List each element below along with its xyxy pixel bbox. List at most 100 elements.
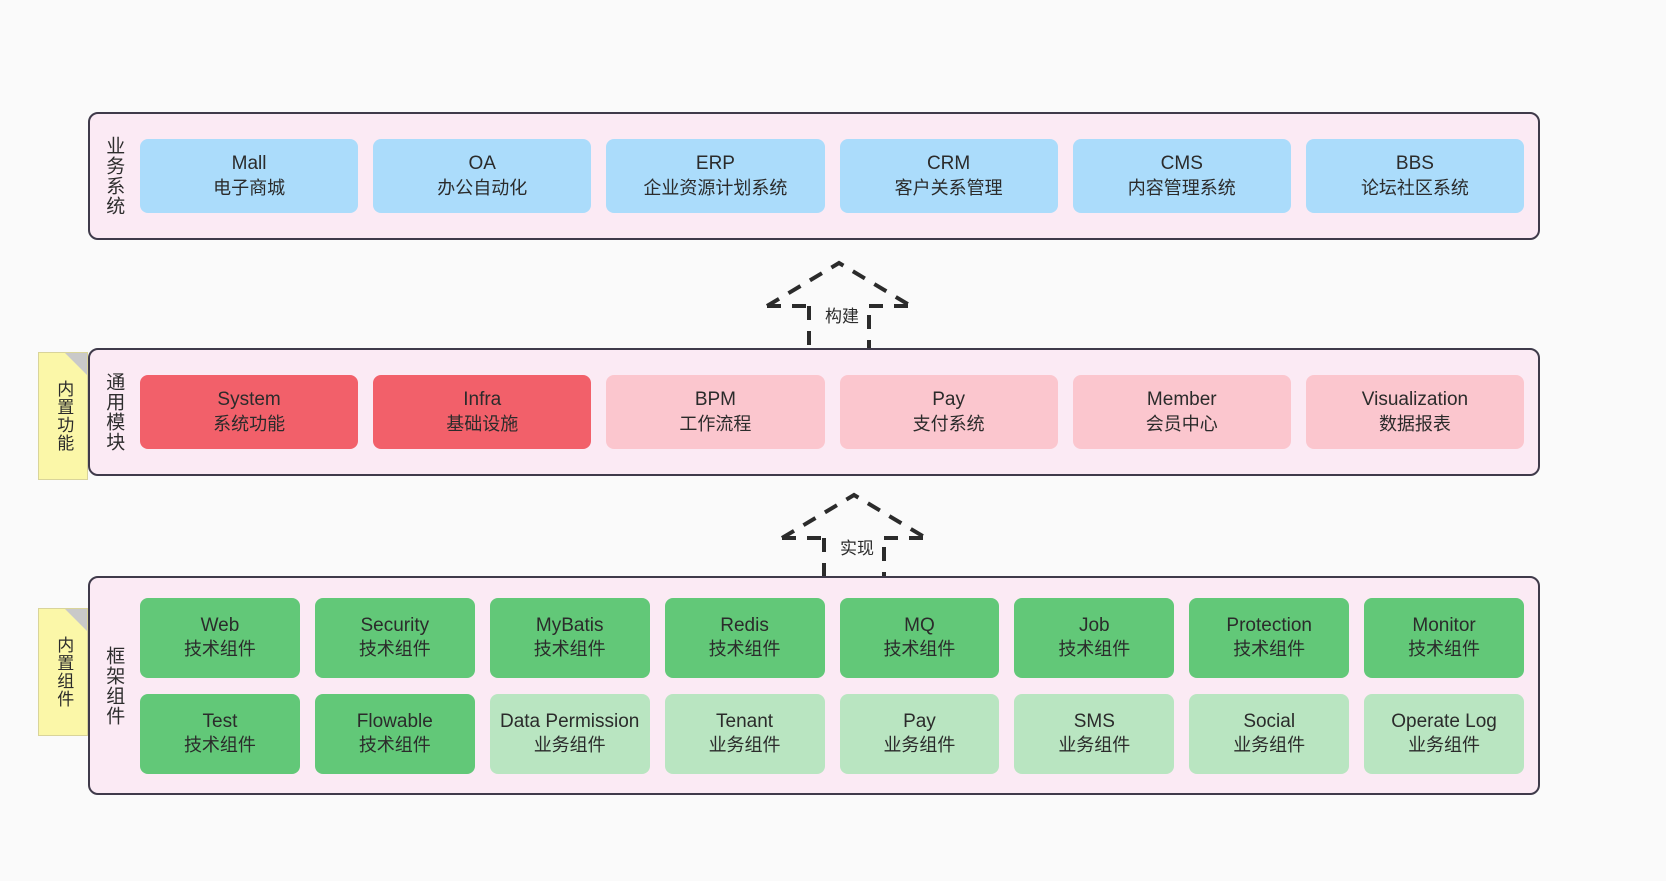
layer-framework-components: 框架组件 Web 技术组件 Security 技术组件 MyBatis 技术组件… xyxy=(88,576,1540,795)
framework-tech-row: Web 技术组件 Security 技术组件 MyBatis 技术组件 Redi… xyxy=(140,597,1524,678)
layer-title-framework: 框架组件 xyxy=(103,645,125,726)
card-pay-component[interactable]: Pay 业务组件 xyxy=(839,693,1000,774)
card-title: CMS xyxy=(1160,153,1203,175)
card-mybatis[interactable]: MyBatis 技术组件 xyxy=(489,597,650,678)
common-cards-row: System 系统功能 Infra 基础设施 BPM 工作流程 Pay 支付系统… xyxy=(140,375,1525,449)
card-title: Monitor xyxy=(1412,614,1476,636)
layer-business-systems: 业务系统 Mall 电子商城 OA 办公自动化 ERP 企业资源计划系统 CRM xyxy=(88,112,1540,240)
card-subtitle: 业务组件 xyxy=(533,735,606,756)
card-title: CRM xyxy=(926,153,971,175)
card-subtitle: 技术组件 xyxy=(183,735,256,756)
card-subtitle: 业务组件 xyxy=(1058,735,1131,756)
card-subtitle: 办公自动化 xyxy=(437,177,528,198)
card-title: Pay xyxy=(903,710,936,732)
card-title: ERP xyxy=(695,153,735,175)
card-title: Job xyxy=(1078,614,1110,636)
card-title: Mall xyxy=(231,153,267,175)
card-title: Flowable xyxy=(356,710,433,732)
card-bpm[interactable]: BPM 工作流程 xyxy=(606,375,825,449)
card-title: Infra xyxy=(463,389,502,411)
card-title: Pay xyxy=(932,389,965,411)
card-subtitle: 技术组件 xyxy=(1408,639,1481,660)
card-title: System xyxy=(217,389,281,411)
card-subtitle: 技术组件 xyxy=(883,639,956,660)
card-operate-log[interactable]: Operate Log 业务组件 xyxy=(1364,693,1524,774)
card-title: Social xyxy=(1243,710,1296,732)
card-title: Tenant xyxy=(716,710,774,732)
layer-body-framework: Web 技术组件 Security 技术组件 MyBatis 技术组件 Redi… xyxy=(136,578,1538,793)
card-title: SMS xyxy=(1073,710,1115,732)
card-oa[interactable]: OA 办公自动化 xyxy=(373,139,592,213)
card-subtitle: 技术组件 xyxy=(183,639,256,660)
card-job[interactable]: Job 技术组件 xyxy=(1014,597,1175,678)
card-title: Test xyxy=(202,710,238,732)
card-title: BBS xyxy=(1395,153,1434,175)
card-subtitle: 内容管理系统 xyxy=(1127,177,1236,198)
card-infra[interactable]: Infra 基础设施 xyxy=(373,375,592,449)
framework-biz-row: Test 技术组件 Flowable 技术组件 Data Permission … xyxy=(140,693,1524,774)
card-web[interactable]: Web 技术组件 xyxy=(140,597,300,678)
card-title: BPM xyxy=(694,389,737,411)
card-subtitle: 企业资源计划系统 xyxy=(643,177,788,198)
layer-title-business: 业务系统 xyxy=(103,136,125,216)
card-crm[interactable]: CRM 客户关系管理 xyxy=(839,139,1058,213)
note-builtin-features: 内置功能 xyxy=(38,352,88,480)
card-title: Web xyxy=(200,614,240,636)
arrow-implement: 实现 xyxy=(772,490,942,585)
card-subtitle: 电子商城 xyxy=(213,177,286,198)
card-title: Security xyxy=(360,614,430,636)
card-title: MyBatis xyxy=(535,614,604,636)
card-tenant[interactable]: Tenant 业务组件 xyxy=(664,693,825,774)
card-subtitle: 技术组件 xyxy=(1058,639,1131,660)
card-subtitle: 会员中心 xyxy=(1145,413,1218,434)
business-cards-row: Mall 电子商城 OA 办公自动化 ERP 企业资源计划系统 CRM 客户关系… xyxy=(140,139,1525,213)
card-security[interactable]: Security 技术组件 xyxy=(314,597,475,678)
card-sms[interactable]: SMS 业务组件 xyxy=(1014,693,1175,774)
card-mq[interactable]: MQ 技术组件 xyxy=(839,597,1000,678)
card-subtitle: 工作流程 xyxy=(679,413,752,434)
note-builtin-components: 内置组件 xyxy=(38,608,88,736)
card-subtitle: 业务组件 xyxy=(1408,735,1481,756)
note-text: 内置功能 xyxy=(54,380,74,452)
arrow-build-label: 构建 xyxy=(825,307,859,326)
card-redis[interactable]: Redis 技术组件 xyxy=(664,597,825,678)
card-visualization[interactable]: Visualization 数据报表 xyxy=(1305,375,1525,449)
card-subtitle: 客户关系管理 xyxy=(894,177,1003,198)
card-subtitle: 业务组件 xyxy=(883,735,956,756)
layer-body-business: Mall 电子商城 OA 办公自动化 ERP 企业资源计划系统 CRM 客户关系… xyxy=(136,114,1538,238)
card-member[interactable]: Member 会员中心 xyxy=(1072,375,1291,449)
card-test[interactable]: Test 技术组件 xyxy=(140,693,300,774)
card-subtitle: 系统功能 xyxy=(213,413,286,434)
card-subtitle: 论坛社区系统 xyxy=(1360,177,1469,198)
card-subtitle: 数据报表 xyxy=(1378,413,1451,434)
layer-body-common: System 系统功能 Infra 基础设施 BPM 工作流程 Pay 支付系统… xyxy=(136,350,1538,474)
card-mall[interactable]: Mall 电子商城 xyxy=(140,139,359,213)
card-monitor[interactable]: Monitor 技术组件 xyxy=(1364,597,1524,678)
card-subtitle: 基础设施 xyxy=(446,413,519,434)
card-title: Redis xyxy=(720,614,769,636)
card-title: MQ xyxy=(904,614,935,636)
card-subtitle: 技术组件 xyxy=(358,735,431,756)
card-subtitle: 业务组件 xyxy=(1233,735,1306,756)
note-text: 内置组件 xyxy=(54,636,74,708)
card-pay-module[interactable]: Pay 支付系统 xyxy=(839,375,1058,449)
card-title: OA xyxy=(468,153,496,175)
card-title: Protection xyxy=(1226,614,1312,636)
card-erp[interactable]: ERP 企业资源计划系统 xyxy=(606,139,825,213)
card-system[interactable]: System 系统功能 xyxy=(140,375,359,449)
card-subtitle: 支付系统 xyxy=(912,413,985,434)
layer-title-common: 通用模块 xyxy=(103,372,125,452)
card-title: Visualization xyxy=(1361,389,1469,411)
card-subtitle: 技术组件 xyxy=(533,639,606,660)
card-data-permission[interactable]: Data Permission 业务组件 xyxy=(489,693,650,774)
card-protection[interactable]: Protection 技术组件 xyxy=(1189,597,1350,678)
card-bbs[interactable]: BBS 论坛社区系统 xyxy=(1305,139,1525,213)
card-subtitle: 技术组件 xyxy=(708,639,781,660)
card-subtitle: 技术组件 xyxy=(1233,639,1306,660)
card-title: Member xyxy=(1146,389,1217,411)
card-title: Data Permission xyxy=(499,710,640,732)
card-cms[interactable]: CMS 内容管理系统 xyxy=(1072,139,1291,213)
card-flowable[interactable]: Flowable 技术组件 xyxy=(314,693,475,774)
card-social[interactable]: Social 业务组件 xyxy=(1189,693,1350,774)
